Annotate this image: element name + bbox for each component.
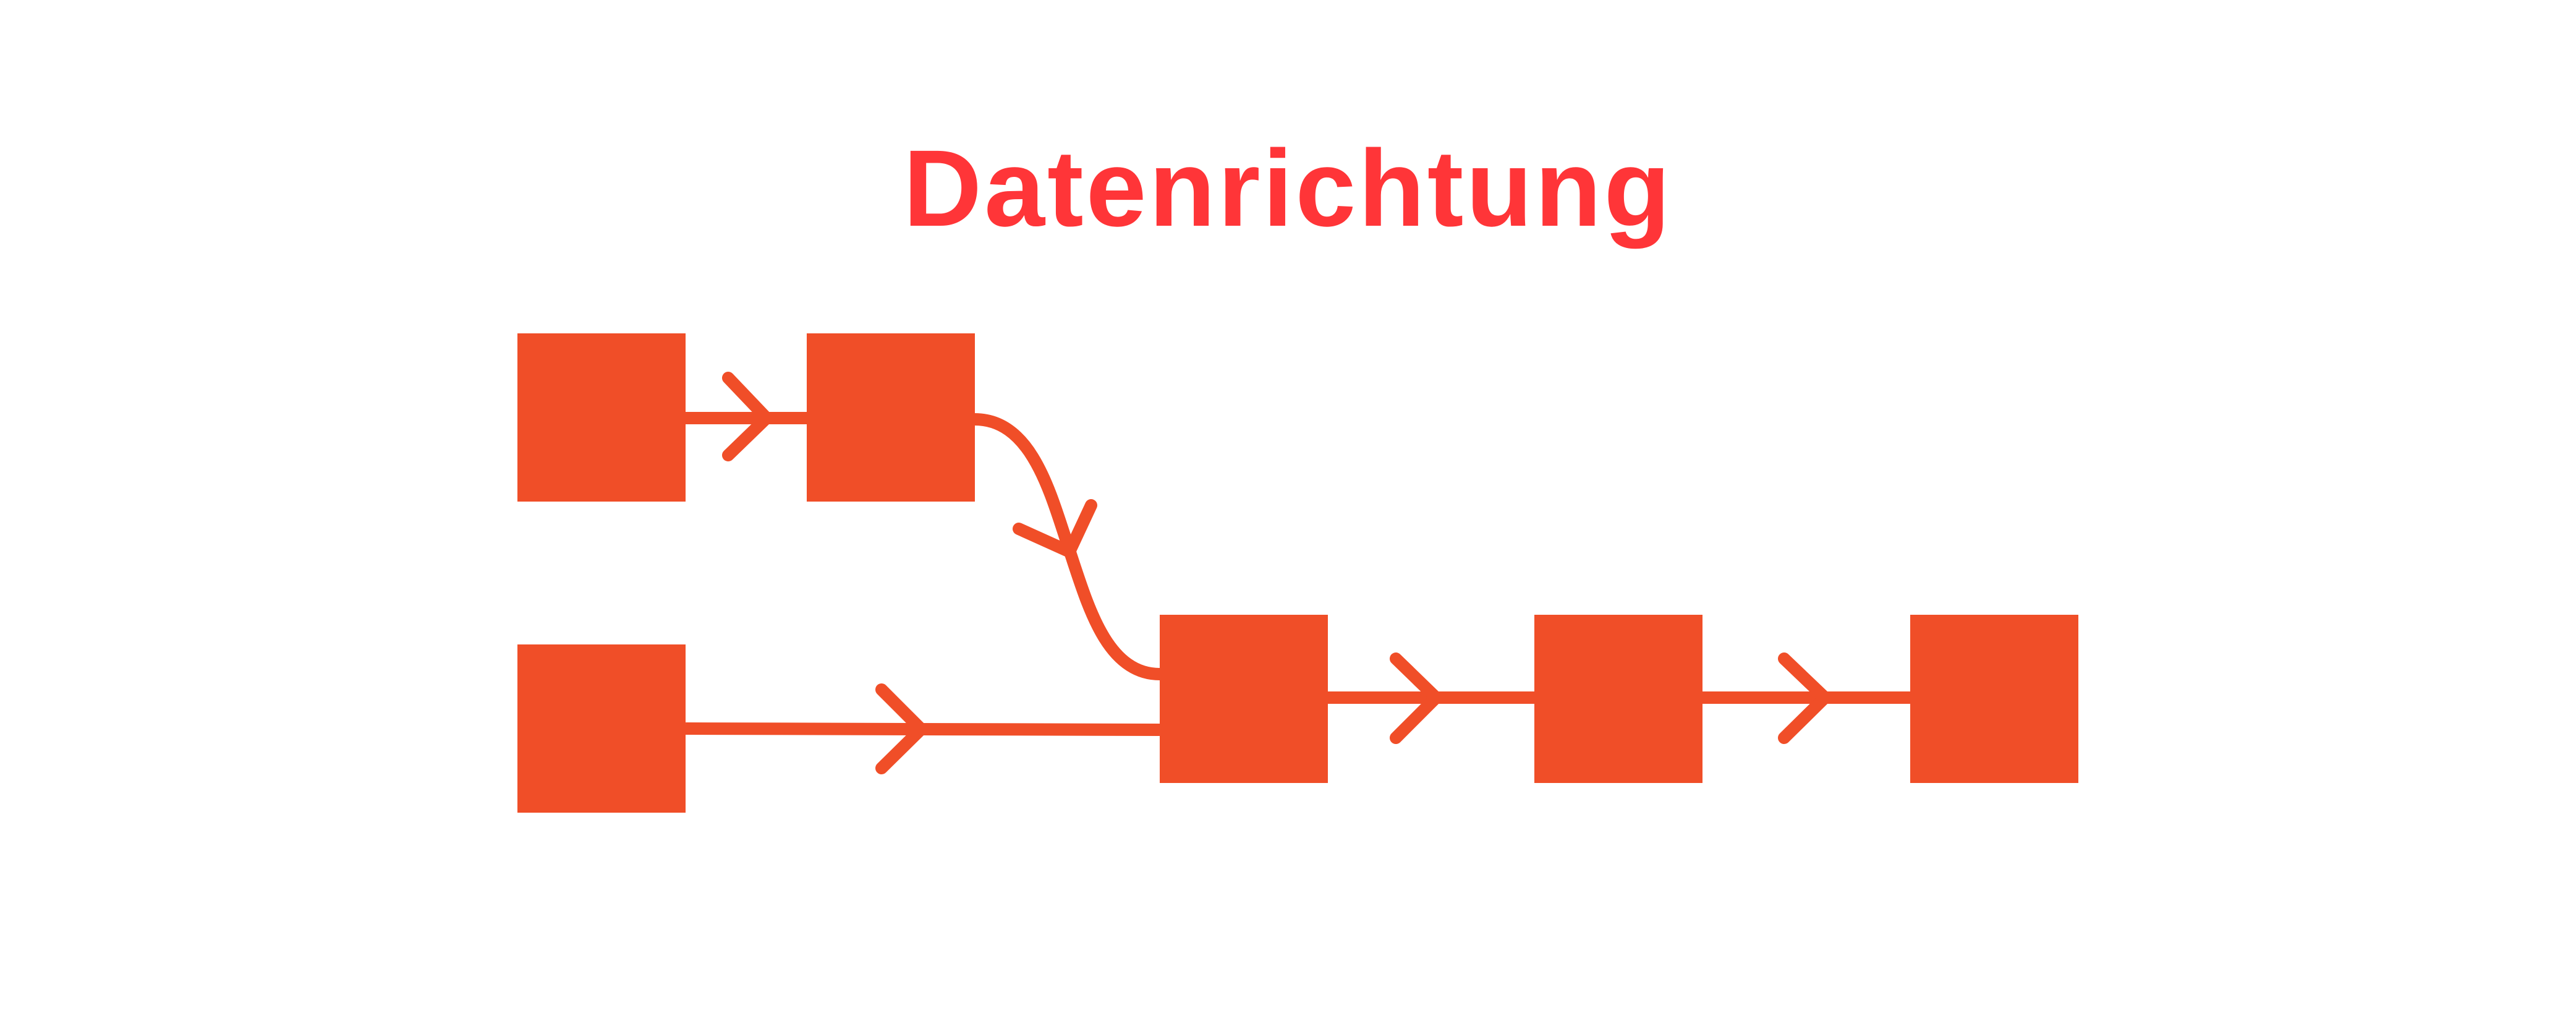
node-n6 bbox=[1910, 615, 2078, 783]
arrowhead-icon bbox=[875, 683, 927, 774]
node-n3 bbox=[517, 644, 686, 813]
edge-n3-n4 bbox=[685, 683, 1160, 774]
edge-n5-n6 bbox=[1702, 652, 1910, 744]
node-n2 bbox=[807, 333, 975, 502]
arrowhead-icon bbox=[722, 372, 773, 461]
arrowhead-icon bbox=[1390, 652, 1442, 744]
diagram-title: Datenrichtung bbox=[903, 128, 1673, 249]
arrowhead-icon bbox=[1013, 499, 1097, 558]
arrowhead-icon bbox=[1778, 652, 1831, 744]
edge-n2-n4 bbox=[974, 413, 1160, 680]
node-n5 bbox=[1534, 615, 1702, 783]
edge-n1-n2 bbox=[686, 372, 807, 461]
node-n4 bbox=[1160, 615, 1328, 783]
node-n1 bbox=[517, 333, 686, 502]
edge-n4-n5 bbox=[1328, 652, 1534, 744]
